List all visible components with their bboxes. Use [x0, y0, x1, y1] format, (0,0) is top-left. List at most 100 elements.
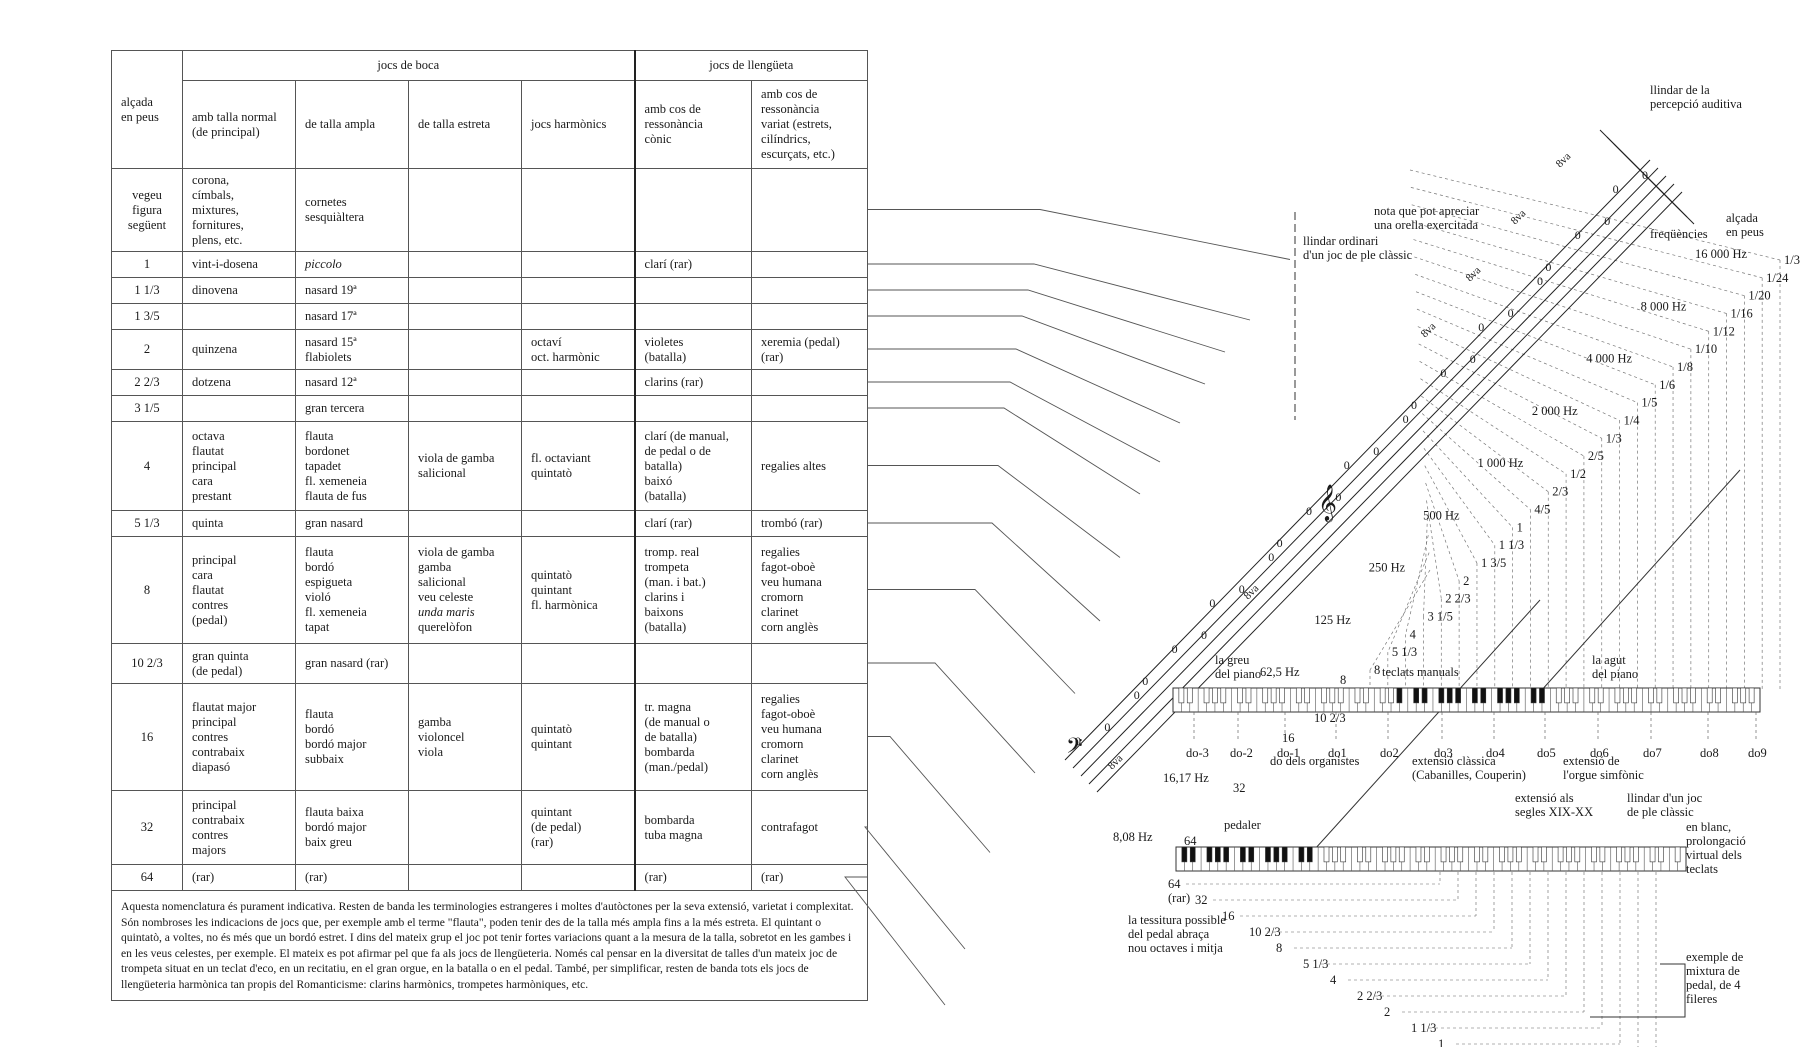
row-height-cell: 16: [111, 683, 183, 791]
pedal-height-label: 16: [1222, 909, 1235, 923]
frequency-label: 500 Hz: [1423, 508, 1460, 522]
frequency-label: 125 Hz: [1314, 613, 1351, 627]
table-cell: clarins (rar): [634, 369, 753, 396]
staff-line: [1064, 159, 1651, 761]
black-key: [1539, 687, 1545, 704]
black-key: [1382, 846, 1388, 863]
black-key: [1323, 846, 1330, 863]
header-height-col: alçada en peus: [111, 50, 183, 169]
leader-line: [867, 263, 1251, 321]
guide-line: [1413, 239, 1709, 332]
black-key: [1732, 687, 1738, 704]
table-cell: [182, 303, 296, 330]
pedal-height-label: 32: [1195, 893, 1208, 907]
leader-line: [867, 522, 1101, 622]
black-key: [1354, 687, 1361, 704]
row-height-cell: 64: [111, 864, 183, 891]
leader-line: [867, 465, 1121, 558]
table-cell: [408, 790, 522, 865]
note-head: 0: [1403, 412, 1409, 426]
octave-mark: 8va: [1509, 207, 1529, 227]
guide-line: [1416, 308, 1638, 403]
table-cell: quintatò quintant: [520, 683, 636, 791]
note-head: 0: [1440, 366, 1446, 380]
height-label: 1: [1517, 520, 1523, 534]
leader-line: [864, 826, 966, 950]
row-height-cell: 1: [111, 251, 183, 278]
table-cell: regalies fagot-oboè veu humana cromorn c…: [751, 683, 869, 791]
note-head: 0: [1508, 306, 1514, 320]
height-label: 1/12: [1713, 324, 1735, 338]
pedal-height-label: 10 2/3: [1249, 925, 1281, 939]
pedal-height-label: 4: [1330, 973, 1337, 987]
do-label: do4: [1486, 746, 1506, 760]
frequency-label: 250 Hz: [1369, 561, 1406, 575]
guide-line: [1405, 535, 1429, 635]
height-label: 1 1/3: [1499, 538, 1524, 552]
extension-diagonal: [1539, 469, 1741, 693]
leader-line: [844, 876, 946, 1006]
black-key: [1706, 687, 1713, 704]
black-key: [1396, 687, 1403, 704]
row-height-cell: vegeu figura següent: [111, 168, 183, 252]
guide-line: [1423, 517, 1428, 617]
table-cell: gamba violoncel viola: [408, 683, 522, 791]
leader-line: [867, 289, 1226, 353]
table-cell: gran nasard: [295, 510, 409, 537]
guide-line: [1419, 361, 1585, 457]
black-key: [1379, 687, 1386, 704]
row-height-cell: 1 1/3: [111, 277, 183, 304]
leader-line: [867, 209, 1291, 260]
table-cell: gran quinta (de pedal): [182, 643, 296, 684]
height-label: 1 3/5: [1481, 556, 1506, 570]
black-key: [1265, 846, 1271, 863]
do-label: do2: [1380, 746, 1399, 760]
black-key: [1455, 687, 1461, 704]
label-freq-8-08: 8,08 Hz: [1113, 830, 1153, 844]
table-cell: tr. magna (de manual o de batalla) bomba…: [634, 683, 753, 791]
note-head: 0: [1478, 320, 1484, 334]
black-key: [1505, 687, 1512, 704]
black-key: [1440, 846, 1447, 863]
guide-line: [1421, 413, 1531, 510]
frequency-label: 1 000 Hz: [1478, 456, 1524, 470]
guide-line: [1421, 395, 1549, 493]
note-head: 0: [1575, 228, 1581, 242]
note-head: 0: [1306, 504, 1312, 518]
black-key: [1474, 846, 1480, 863]
table-cell: flauta baixa bordó major baix greu: [295, 790, 409, 865]
guide-line: [1418, 343, 1602, 439]
black-key: [1189, 846, 1196, 863]
ledger-extension: [1613, 143, 1695, 225]
row-height-cell: 8: [111, 536, 183, 644]
black-key: [1480, 687, 1487, 704]
black-key: [1599, 846, 1606, 863]
table-cell: quintant (de pedal) (rar): [520, 790, 636, 865]
manual-keyboard: [1172, 687, 1761, 713]
black-key: [1614, 687, 1621, 704]
leader-line: [867, 407, 1141, 495]
black-key: [1237, 687, 1243, 704]
black-key: [1220, 687, 1227, 704]
header-columns-row: amb talla normal (de principal) de talla…: [112, 80, 869, 169]
black-key: [1633, 846, 1639, 863]
black-key: [1438, 687, 1445, 704]
black-key: [1555, 687, 1562, 704]
note-head: 0: [1604, 214, 1610, 228]
height-label: 1/4: [1624, 413, 1641, 427]
black-key: [1497, 687, 1503, 704]
staff-line: [1072, 167, 1659, 769]
table-cell: [751, 168, 869, 252]
black-key: [1446, 687, 1453, 704]
black-key: [1424, 846, 1430, 863]
height-label: 2: [1463, 574, 1469, 588]
black-key: [1281, 846, 1288, 863]
height-label: 1/24: [1766, 271, 1789, 285]
